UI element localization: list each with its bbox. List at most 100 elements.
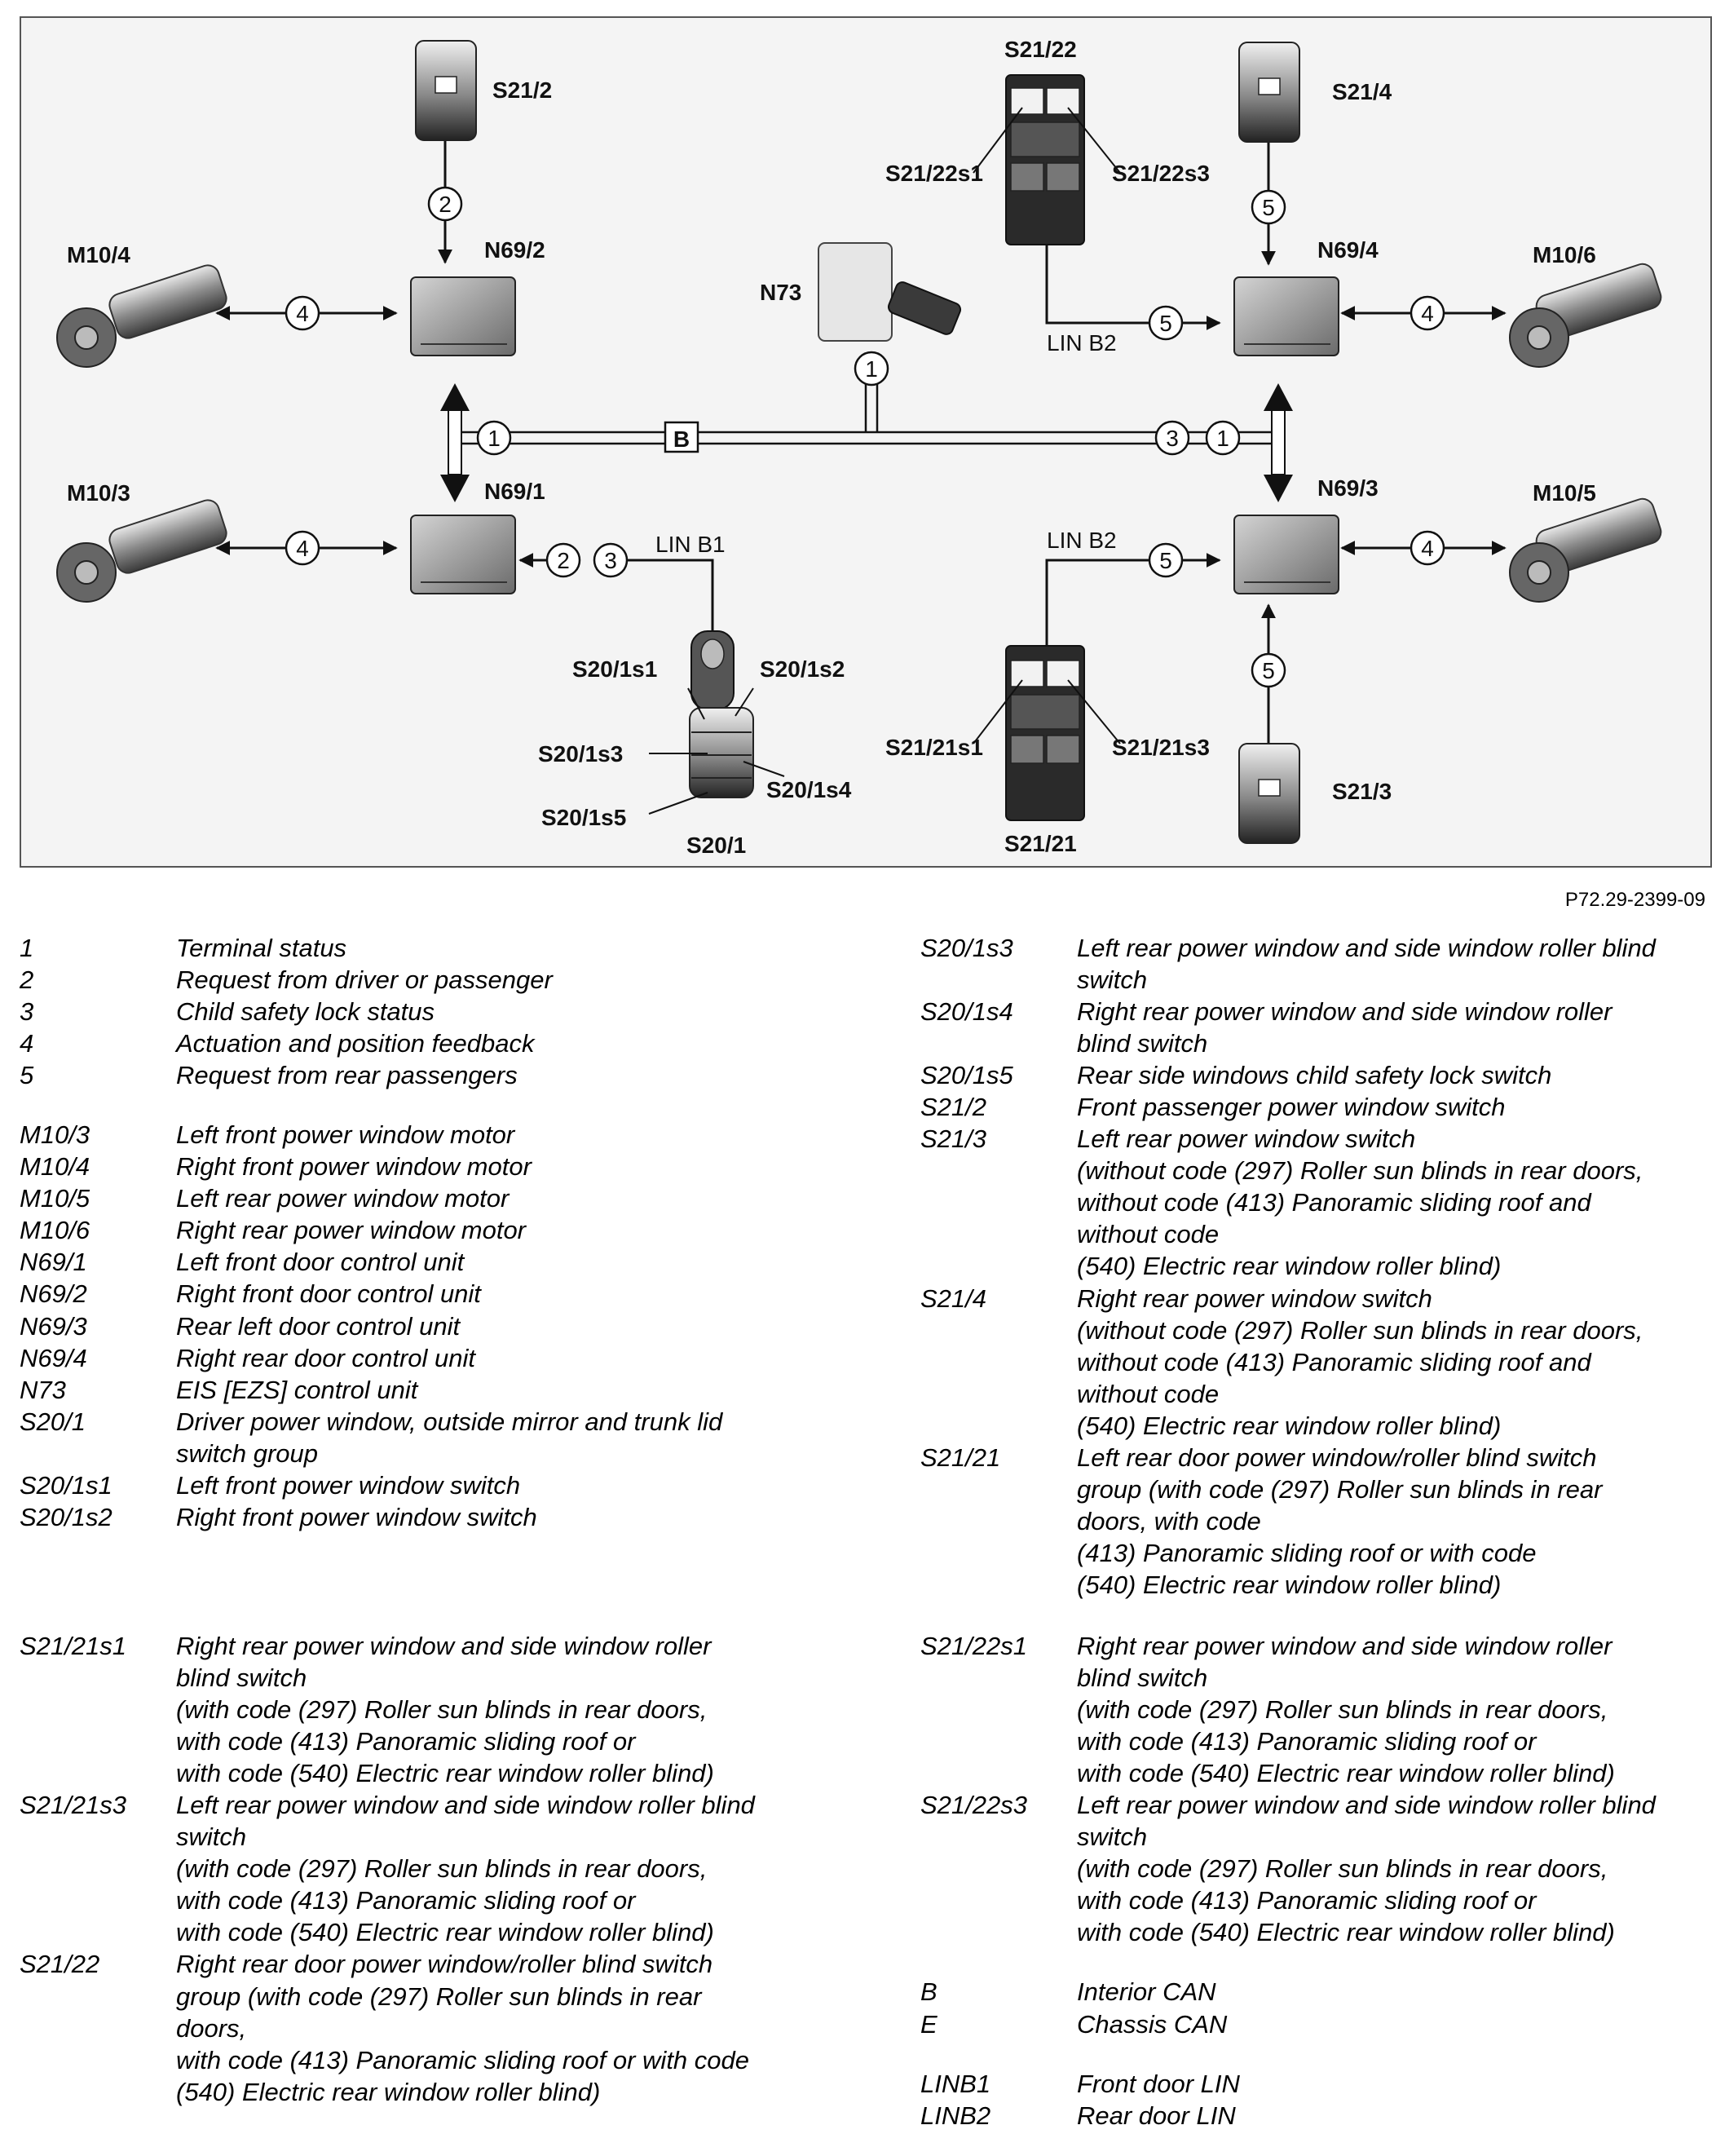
leader-s21-22s1 bbox=[973, 107, 1023, 174]
legend-text: Left rear power window and side window r… bbox=[176, 1791, 755, 1947]
legend-code: 5 bbox=[20, 1061, 34, 1090]
legend-spacer bbox=[20, 1091, 794, 1119]
legend-item: S20/1s3 Left rear power window and side w… bbox=[920, 932, 1703, 996]
legend-text: Right front power window switch bbox=[176, 1502, 537, 1531]
legend-text: Right rear power window and side window … bbox=[1077, 997, 1612, 1058]
legend-text: Left front door control unit bbox=[176, 1248, 465, 1277]
label-s20-1s5: S20/1s5 bbox=[541, 805, 626, 830]
legend-text: Chassis CAN bbox=[1077, 2009, 1228, 2039]
legend-text: Right front door control unit bbox=[176, 1279, 481, 1309]
legend-text: Left front power window motor bbox=[176, 1120, 515, 1150]
legend-item: S20/1s4 Right rear power window and side … bbox=[920, 996, 1703, 1059]
legend-code: S20/1s4 bbox=[920, 997, 1013, 1027]
legend-code: 2 bbox=[20, 965, 34, 995]
legend-code: M10/5 bbox=[20, 1184, 90, 1213]
legend-spacer bbox=[920, 2040, 1703, 2068]
svg-text:5: 5 bbox=[1159, 311, 1172, 336]
label-s20-1s3: S20/1s3 bbox=[538, 741, 623, 767]
legend-code: S21/21s1 bbox=[20, 1632, 126, 1660]
legend-code: S21/3 bbox=[920, 1124, 987, 1154]
legend-text: EIS [EZS] control unit bbox=[176, 1375, 418, 1404]
label-s21-2: S21/2 bbox=[492, 77, 552, 103]
legend-code: LINB1 bbox=[920, 2069, 991, 2098]
s20-1-leaders bbox=[648, 687, 785, 815]
label-s20-1s4: S20/1s4 bbox=[766, 777, 852, 802]
legend-spacer bbox=[920, 1948, 1703, 1976]
legend-text: Front passenger power window switch bbox=[1077, 1093, 1506, 1122]
legend-text: Front door LIN bbox=[1077, 2069, 1240, 2098]
svg-text:4: 4 bbox=[1421, 301, 1434, 326]
svg-text:5: 5 bbox=[1159, 548, 1172, 573]
legend-item: M10/4 Right front power window motor bbox=[20, 1151, 794, 1182]
svg-text:4: 4 bbox=[296, 301, 309, 326]
legend-text: Interior CAN bbox=[1077, 1977, 1216, 2007]
switch-s21-2 bbox=[415, 40, 477, 141]
label-s20-1: S20/1 bbox=[686, 833, 746, 858]
legend-code: N69/3 bbox=[20, 1311, 87, 1341]
label-s21-22: S21/22 bbox=[1004, 37, 1077, 62]
svg-text:4: 4 bbox=[1421, 536, 1434, 561]
motor-m10-4 bbox=[56, 264, 227, 368]
svg-text:3: 3 bbox=[1166, 426, 1179, 451]
legend-text: Right rear power window and side window … bbox=[176, 1632, 714, 1788]
motor-m10-5 bbox=[1509, 497, 1662, 603]
legend-item: 5 Request from rear passengers bbox=[20, 1059, 794, 1091]
lin-b1-label: LIN B1 bbox=[655, 532, 726, 557]
svg-text:5: 5 bbox=[1262, 658, 1275, 683]
legend-code: S21/22s3 bbox=[920, 1791, 1027, 1820]
figure-code: P72.29-2399-09 bbox=[1564, 889, 1705, 911]
signal-circles bbox=[285, 186, 1445, 688]
legend-code: S20/1s1 bbox=[20, 1470, 112, 1500]
legend-item: 2 Request from driver or passenger bbox=[20, 964, 794, 996]
label-s21-21s1: S21/21s1 bbox=[885, 735, 983, 760]
label-s21-22s1: S21/22s1 bbox=[885, 161, 983, 186]
connections bbox=[215, 139, 1507, 744]
svg-text:2: 2 bbox=[439, 192, 452, 217]
legend-code: S21/21s3 bbox=[20, 1791, 126, 1820]
legend-text: Right rear power window and side window … bbox=[1077, 1632, 1615, 1788]
eis-n73 bbox=[818, 242, 962, 342]
label-m10-6: M10/6 bbox=[1533, 242, 1596, 267]
svg-text:5: 5 bbox=[1262, 195, 1275, 220]
can-bus-b-label: B bbox=[673, 426, 690, 452]
legend-text: Terminal status bbox=[176, 934, 347, 962]
switch-s21-3 bbox=[1238, 743, 1300, 844]
legend-code: M10/4 bbox=[20, 1152, 90, 1182]
signal-numbers: 1 1 3 1 2 4 4 2 3 5 5 4 5 4 5 bbox=[296, 192, 1434, 683]
legend-code: N73 bbox=[20, 1375, 66, 1404]
legend-text: Request from driver or passenger bbox=[176, 965, 553, 995]
legend-code: S20/1 bbox=[20, 1407, 86, 1436]
legend-item: S21/21s1 Right rear power window and side… bbox=[20, 1630, 794, 1789]
legend-text: Left rear power window switch (without c… bbox=[1077, 1124, 1643, 1281]
legend-code: LINB2 bbox=[920, 2101, 991, 2130]
legend-code: S21/22 bbox=[20, 1950, 100, 1979]
label-s21-4: S21/4 bbox=[1332, 79, 1392, 104]
legend-text: Right front power window motor bbox=[176, 1152, 532, 1182]
leader-s21-22s3 bbox=[1067, 107, 1121, 174]
legend-item: N73 EIS [EZS] control unit bbox=[20, 1374, 794, 1406]
legend-text: Left rear power window and side window r… bbox=[1077, 934, 1656, 995]
legend-code: S20/1s3 bbox=[920, 934, 1013, 962]
svg-text:4: 4 bbox=[296, 536, 309, 561]
legend-text: Request from rear passengers bbox=[176, 1061, 518, 1090]
label-n69-4: N69/4 bbox=[1317, 237, 1379, 263]
switch-group-s21-22 bbox=[1005, 74, 1085, 245]
legend-left-bottom: S21/21s1 Right rear power window and side… bbox=[20, 1630, 794, 2108]
legend-text: Child safety lock status bbox=[176, 997, 435, 1027]
